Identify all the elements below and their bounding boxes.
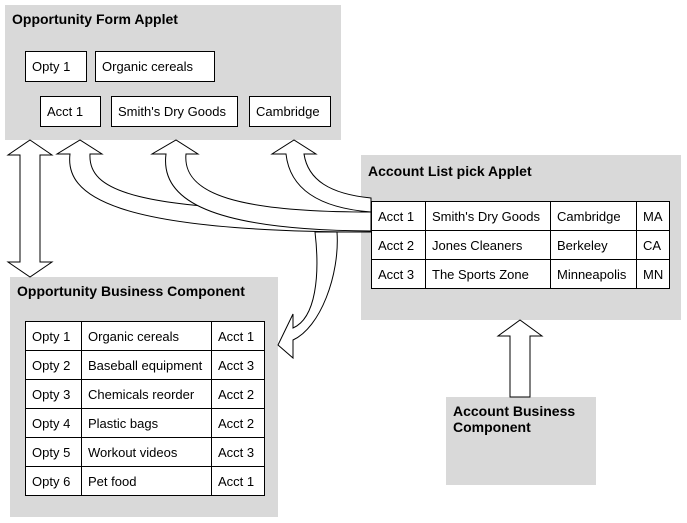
table-cell: Workout videos bbox=[81, 437, 212, 467]
table-row[interactable]: Acct 1 Smith's Dry Goods Cambridge MA bbox=[371, 201, 671, 231]
pick-to-acct-city-arrow bbox=[270, 139, 372, 213]
table-cell: Plastic bags bbox=[81, 408, 212, 438]
table-cell: Opty 3 bbox=[25, 379, 82, 409]
table-cell: Organic cereals bbox=[81, 321, 212, 351]
table-cell: Opty 5 bbox=[25, 437, 82, 467]
pick-to-opportunity-bc-arrow bbox=[277, 231, 371, 360]
table-cell: Opty 6 bbox=[25, 466, 82, 496]
table-cell: Smith's Dry Goods bbox=[425, 201, 551, 231]
sync-double-arrow bbox=[6, 139, 54, 278]
table-cell: Baseball equipment bbox=[81, 350, 212, 380]
table-row[interactable]: Opty 4 Plastic bags Acct 2 bbox=[25, 408, 265, 438]
account-business-component-panel bbox=[446, 397, 596, 485]
table-cell: Minneapolis bbox=[550, 259, 637, 289]
table-cell: Acct 2 bbox=[371, 230, 426, 260]
account-business-component-title-line2: Component bbox=[453, 419, 531, 435]
table-row[interactable]: Acct 2 Jones Cleaners Berkeley CA bbox=[371, 230, 671, 260]
table-row[interactable]: Acct 3 The Sports Zone Minneapolis MN bbox=[371, 259, 671, 289]
account-bc-to-pick-arrow bbox=[496, 319, 544, 398]
table-cell: MN bbox=[635, 259, 671, 289]
table-row[interactable]: Opty 6 Pet food Acct 1 bbox=[25, 466, 265, 496]
table-cell: Acct 1 bbox=[211, 466, 265, 496]
table-cell: Berkeley bbox=[550, 230, 637, 260]
account-business-component-title-line1: Account Business bbox=[453, 403, 576, 419]
table-cell: Cambridge bbox=[550, 201, 637, 231]
form-acct-id-field[interactable]: Acct 1 bbox=[40, 96, 101, 127]
table-cell: Jones Cleaners bbox=[425, 230, 551, 260]
opportunity-form-applet-title: Opportunity Form Applet bbox=[12, 11, 178, 27]
form-opty-name-field[interactable]: Organic cereals bbox=[95, 51, 215, 82]
pick-to-acct-name-arrow bbox=[150, 139, 372, 232]
table-cell: Chemicals reorder bbox=[81, 379, 212, 409]
table-cell: Acct 2 bbox=[211, 408, 265, 438]
form-acct-name-field[interactable]: Smith's Dry Goods bbox=[111, 96, 238, 127]
table-cell: Pet food bbox=[81, 466, 212, 496]
table-cell: The Sports Zone bbox=[425, 259, 551, 289]
opportunity-bc-table: Opty 1 Organic cereals Acct 1 Opty 2 Bas… bbox=[25, 321, 265, 496]
opportunity-business-component-title: Opportunity Business Component bbox=[17, 283, 245, 299]
form-opty-id-field[interactable]: Opty 1 bbox=[25, 51, 87, 82]
account-pick-table: Acct 1 Smith's Dry Goods Cambridge MA Ac… bbox=[371, 201, 671, 289]
table-cell: CA bbox=[635, 230, 671, 260]
table-cell: Acct 1 bbox=[371, 201, 426, 231]
table-cell: Acct 3 bbox=[211, 437, 265, 467]
table-cell: Acct 3 bbox=[211, 350, 265, 380]
account-pick-applet-title: Account List pick Applet bbox=[368, 163, 532, 179]
table-row[interactable]: Opty 1 Organic cereals Acct 1 bbox=[25, 321, 265, 351]
table-cell: Opty 4 bbox=[25, 408, 82, 438]
table-cell: Acct 3 bbox=[371, 259, 426, 289]
form-acct-city-field[interactable]: Cambridge bbox=[249, 96, 331, 127]
table-row[interactable]: Opty 5 Workout videos Acct 3 bbox=[25, 437, 265, 467]
